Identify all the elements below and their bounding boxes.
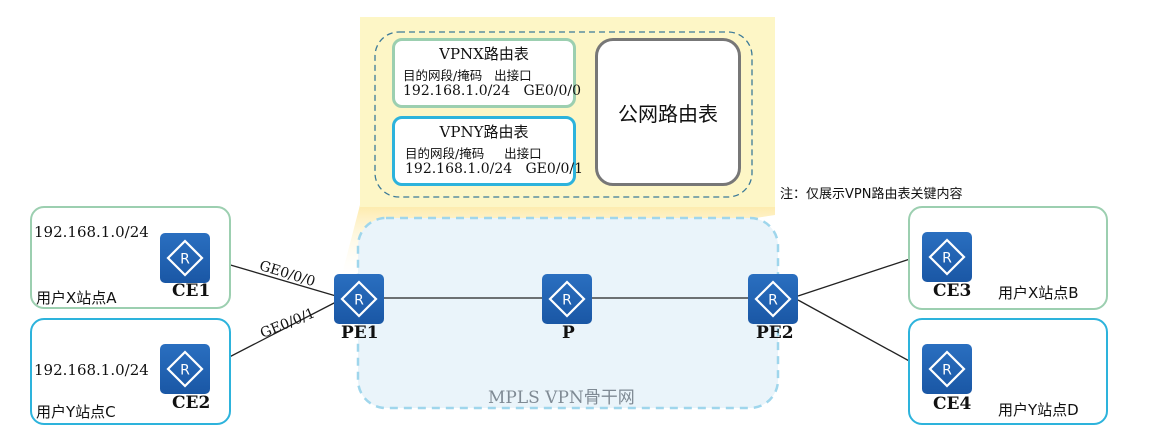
router-ce3-icon[interactable]: R bbox=[922, 232, 972, 282]
annotation-note: 注：仅展示VPN路由表关键内容 bbox=[780, 187, 963, 202]
device-label-p: P bbox=[562, 323, 575, 343]
svg-text:R: R bbox=[942, 363, 952, 379]
public-routing-table: 公网路由表 bbox=[595, 38, 741, 186]
vpnx-routing-table: VPNX路由表 目的网段/掩码 出接口 192.168.1.0/24 GE0/0… bbox=[392, 38, 581, 108]
annotation-panel-dashed-frame bbox=[374, 31, 753, 198]
vpny-table-row: 192.168.1.0/24 GE0/0/1 bbox=[405, 161, 584, 177]
site-a-network: 192.168.1.0/24 bbox=[34, 223, 149, 241]
device-label-pe1: PE1 bbox=[341, 323, 379, 343]
svg-text:R: R bbox=[180, 252, 190, 268]
site-a-name: 用户X站点A bbox=[36, 289, 117, 307]
router-ce2-icon[interactable]: R bbox=[160, 344, 210, 394]
site-c-network: 192.168.1.0/24 bbox=[34, 361, 149, 379]
router-p-icon[interactable]: R bbox=[542, 274, 592, 324]
vpnx-table-header: 目的网段/掩码 出接口 bbox=[403, 68, 532, 83]
svg-text:R: R bbox=[180, 363, 190, 379]
link-ce1-pe1 bbox=[209, 258, 337, 297]
backbone-label: MPLS VPN骨干网 bbox=[488, 388, 635, 408]
router-pe2-icon[interactable]: R bbox=[748, 274, 798, 324]
public-table-label: 公网路由表 bbox=[618, 101, 718, 126]
svg-text:R: R bbox=[768, 293, 778, 309]
device-label-ce4: CE4 bbox=[933, 394, 972, 414]
link-ce2-pe1 bbox=[209, 301, 337, 368]
vpnx-table-row: 192.168.1.0/24 GE0/0/0 bbox=[403, 83, 582, 99]
vpny-routing-table: VPNY路由表 目的网段/掩码 出接口 192.168.1.0/24 GE0/0… bbox=[392, 116, 583, 186]
vpny-table-header: 目的网段/掩码 出接口 bbox=[405, 146, 542, 161]
svg-text:R: R bbox=[942, 251, 952, 267]
svg-text:R: R bbox=[354, 293, 364, 309]
device-label-ce2: CE2 bbox=[172, 393, 211, 413]
router-ce1-icon[interactable]: R bbox=[160, 233, 210, 283]
vpny-table-title: VPNY路由表 bbox=[439, 123, 529, 141]
router-pe1-icon[interactable]: R bbox=[334, 274, 384, 324]
device-label-ce1: CE1 bbox=[172, 281, 211, 301]
device-label-ce3: CE3 bbox=[933, 281, 972, 301]
link-pe2-ce3 bbox=[797, 254, 923, 297]
site-d-name: 用户Y站点D bbox=[998, 401, 1079, 419]
vpnx-table-title: VPNX路由表 bbox=[439, 45, 529, 63]
site-b-name: 用户X站点B bbox=[998, 284, 1079, 302]
device-label-pe2: PE2 bbox=[756, 323, 794, 343]
site-c-name: 用户Y站点C bbox=[36, 403, 116, 421]
link-pe2-ce4 bbox=[797, 299, 923, 369]
svg-text:R: R bbox=[562, 293, 572, 309]
router-ce4-icon[interactable]: R bbox=[922, 344, 972, 394]
